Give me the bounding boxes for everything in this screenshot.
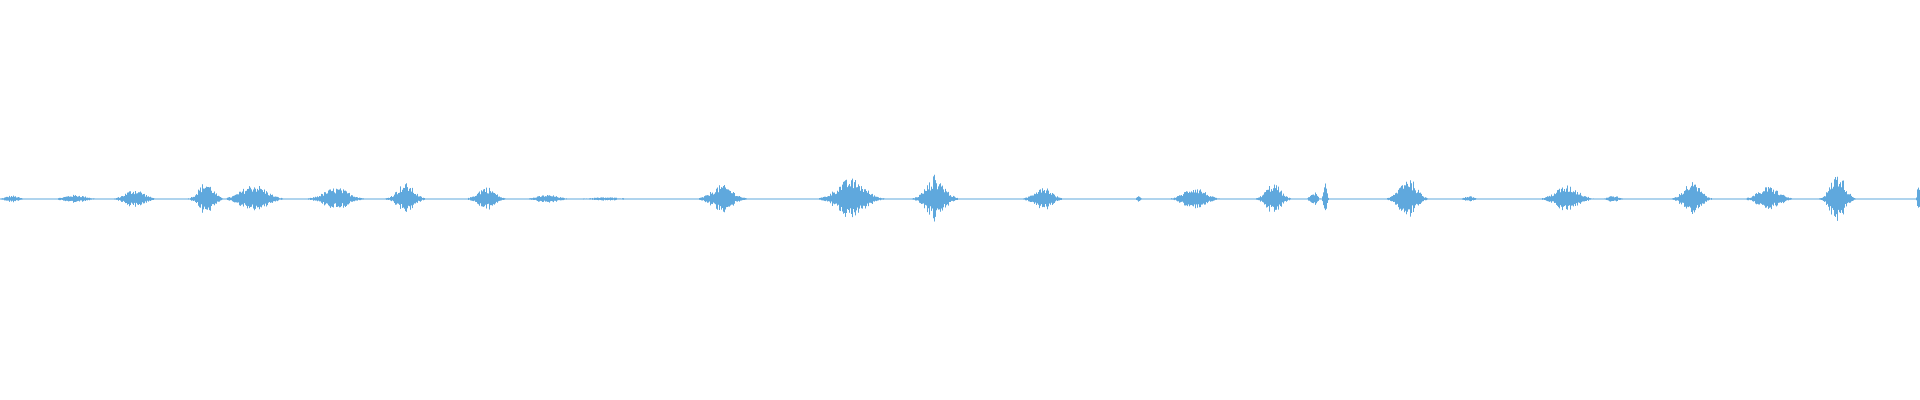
waveform-signal bbox=[0, 174, 1920, 222]
